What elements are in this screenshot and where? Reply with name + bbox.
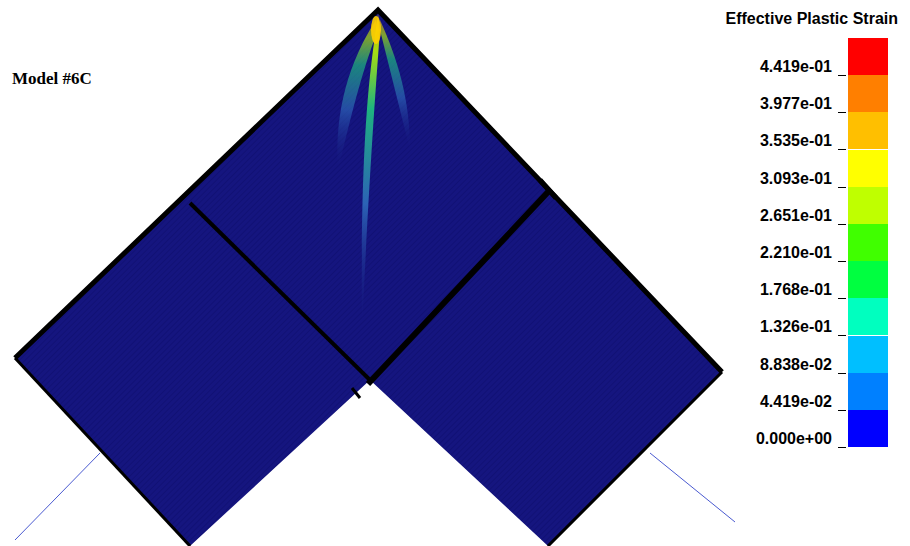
legend-swatch — [848, 75, 888, 112]
legend-value: 0.000e+00 — [756, 430, 832, 448]
legend-value: 3.093e-01 — [760, 170, 832, 188]
legend-swatch — [848, 298, 888, 335]
legend-value: 2.210e-01 — [760, 244, 832, 262]
legend-tick — [838, 75, 846, 76]
legend-tick — [838, 298, 846, 299]
legend-value: 2.651e-01 — [760, 207, 832, 225]
legend-tick — [838, 410, 846, 411]
legend-swatch — [848, 410, 888, 447]
legend-swatch — [848, 336, 888, 373]
legend-swatch — [848, 373, 888, 410]
legend-tick — [838, 261, 846, 262]
legend-value: 3.977e-01 — [760, 95, 832, 113]
legend-value: 8.838e-02 — [760, 356, 832, 374]
legend-value: 3.535e-01 — [760, 132, 832, 150]
legend-value: 1.326e-01 — [760, 318, 832, 336]
legend-tick — [838, 447, 846, 448]
legend-tick — [838, 335, 846, 336]
legend-tick — [838, 149, 846, 150]
legend-swatch — [848, 224, 888, 261]
legend-swatch — [848, 187, 888, 224]
model-label: Model #6C — [12, 69, 92, 89]
legend-swatch — [848, 38, 888, 75]
legend-swatch — [848, 261, 888, 298]
legend-swatch — [848, 150, 888, 187]
legend-value: 4.419e-02 — [760, 393, 832, 411]
legend-tick — [838, 187, 846, 188]
legend-tick — [838, 224, 846, 225]
legend-swatch — [848, 112, 888, 149]
legend-value: 1.768e-01 — [760, 281, 832, 299]
legend-tick — [838, 112, 846, 113]
legend-title: Effective Plastic Strain — [725, 10, 898, 28]
legend-tick — [838, 373, 846, 374]
legend-value: 4.419e-01 — [760, 58, 832, 76]
